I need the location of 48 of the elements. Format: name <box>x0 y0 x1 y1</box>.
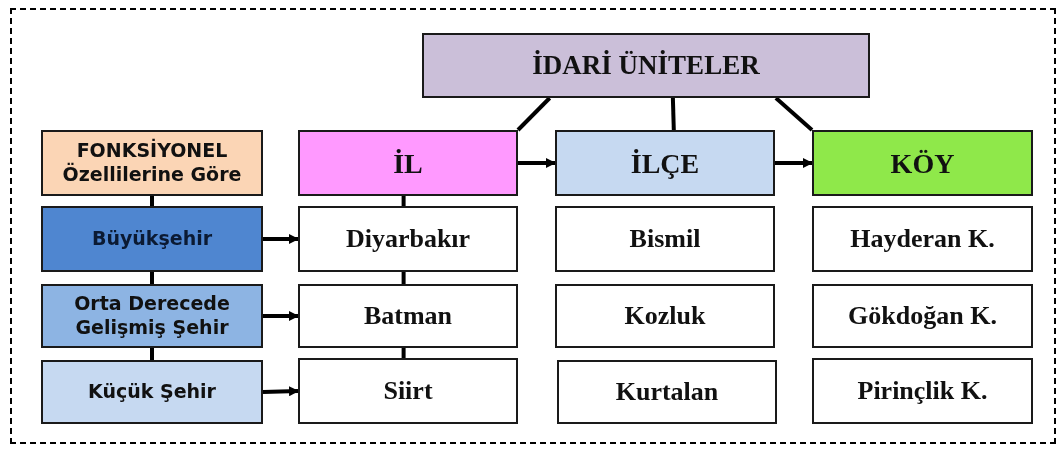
place-box <box>298 284 518 348</box>
connector-line <box>150 196 154 206</box>
connector-line <box>150 272 154 284</box>
arrow <box>775 158 813 168</box>
place-box <box>555 206 775 272</box>
title-box <box>422 33 870 98</box>
box-label: KÖY <box>890 146 955 181</box>
place-box <box>298 358 518 424</box>
arrow <box>263 234 299 244</box>
box-label: FONKSİYONEL Özellilerine Göre <box>61 139 243 187</box>
connector-line <box>774 96 814 132</box>
level-box <box>555 130 775 196</box>
connector-line <box>401 348 406 358</box>
place-box <box>812 284 1033 348</box>
arrow <box>518 158 556 168</box>
category-box <box>41 360 263 424</box>
box-label: Küçük Şehir <box>88 380 216 404</box>
box-label: Büyükşehir <box>91 227 213 251</box>
box-label: İLÇE <box>630 146 700 181</box>
place-box <box>557 360 777 424</box>
connector-line <box>150 348 154 360</box>
place-box <box>298 206 518 272</box>
level-box <box>812 130 1033 196</box>
connector-line <box>401 196 406 206</box>
box-label: İL <box>393 146 423 181</box>
box-label: Pirinçlik K. <box>857 374 988 407</box>
arrow <box>263 311 299 321</box>
category-header-box <box>41 130 263 196</box>
box-label: Gökdoğan K. <box>848 299 997 332</box>
box-label: İDARİ ÜNİTELER <box>532 48 760 82</box>
box-label: Bismil <box>629 222 701 255</box>
box-label: Hayderan K. <box>850 222 995 255</box>
connector-line <box>670 97 676 131</box>
connector-line <box>516 96 552 132</box>
place-box <box>555 284 775 348</box>
level-box <box>298 130 518 196</box>
category-box <box>41 206 263 272</box>
box-label: Kurtalan <box>615 375 719 408</box>
category-box <box>41 284 263 348</box>
box-label: Diyarbakır <box>345 222 471 255</box>
arrow <box>262 386 299 397</box>
box-label: Kozluk <box>624 299 706 332</box>
connector-line <box>401 272 406 284</box>
box-label: Siirt <box>383 374 433 407</box>
box-label: Batman <box>363 299 453 332</box>
place-box <box>812 206 1033 272</box>
place-box <box>812 358 1033 424</box>
box-label: Orta Derecede Gelişmiş Şehir <box>73 292 231 340</box>
